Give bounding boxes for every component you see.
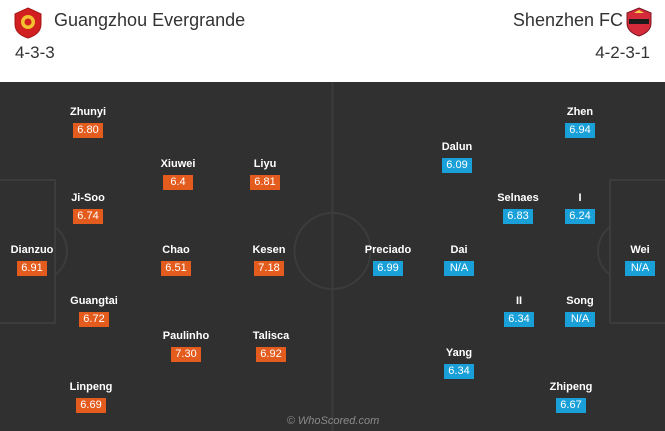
away-player-dalun[interactable]: Dalun 6.09 — [417, 141, 497, 173]
home-player-liyu[interactable]: Liyu 6.81 — [225, 158, 305, 190]
player-rating-badge: 6.80 — [73, 123, 103, 138]
player-rating-badge: 6.72 — [79, 312, 109, 327]
away-player-yang[interactable]: Yang 6.34 — [419, 347, 499, 379]
player-name: Zhunyi — [69, 106, 107, 118]
away-player-i[interactable]: I 6.24 — [540, 192, 620, 224]
home-player-dianzuo[interactable]: Dianzuo 6.91 — [0, 244, 72, 276]
match-header: Guangzhou Evergrande 4-3-3 Shenzhen FC 4… — [0, 0, 665, 82]
player-name: Dianzuo — [10, 244, 54, 256]
player-rating-badge: 6.09 — [442, 158, 472, 173]
home-formation: 4-3-3 — [15, 43, 55, 62]
player-rating-badge: N/A — [565, 312, 595, 327]
away-player-dai[interactable]: Dai N/A — [419, 244, 499, 276]
player-rating-badge: 6.81 — [250, 175, 280, 190]
away-player-zhen[interactable]: Zhen 6.94 — [540, 106, 620, 138]
player-name: Wei — [630, 244, 650, 256]
player-name: Ji-Soo — [71, 192, 105, 204]
away-player-preciado[interactable]: Preciado 6.99 — [348, 244, 428, 276]
player-rating-badge: 6.94 — [565, 123, 595, 138]
player-rating-badge: N/A — [444, 261, 474, 276]
player-name: Selnaes — [497, 192, 539, 204]
home-player-ji-soo[interactable]: Ji-Soo 6.74 — [48, 192, 128, 224]
home-player-chao[interactable]: Chao 6.51 — [136, 244, 216, 276]
home-player-talisca[interactable]: Talisca 6.92 — [231, 330, 311, 362]
away-player-zhipeng[interactable]: Zhipeng 6.67 — [531, 381, 611, 413]
player-name: Chao — [162, 244, 190, 256]
player-rating-badge: 7.18 — [254, 261, 284, 276]
player-rating-badge: 7.30 — [171, 347, 201, 362]
pitch: Zhunyi 6.80 Xiuwei 6.4 Liyu 6.81 Ji-Soo … — [0, 82, 665, 431]
player-name: Guangtai — [70, 295, 118, 307]
home-player-zhunyi[interactable]: Zhunyi 6.80 — [48, 106, 128, 138]
player-rating-badge: 6.74 — [73, 209, 103, 224]
player-name: Talisca — [252, 330, 290, 342]
player-name: Linpeng — [69, 381, 113, 393]
away-team-name[interactable]: Shenzhen FC — [512, 10, 623, 30]
away-player-ii[interactable]: II 6.34 — [479, 295, 559, 327]
player-name: Dalun — [441, 141, 473, 153]
player-name: Paulinho — [162, 330, 210, 342]
player-rating-badge: 6.51 — [161, 261, 191, 276]
player-rating-badge: 6.92 — [256, 347, 286, 362]
player-rating-badge: 6.4 — [163, 175, 193, 190]
player-rating-badge: 6.99 — [373, 261, 403, 276]
home-player-xiuwei[interactable]: Xiuwei 6.4 — [138, 158, 218, 190]
player-name: I — [578, 192, 582, 204]
away-formation: 4-2-3-1 — [595, 43, 650, 62]
player-rating-badge: 6.34 — [444, 364, 474, 379]
away-player-selnaes[interactable]: Selnaes 6.83 — [478, 192, 558, 224]
home-player-kesen[interactable]: Kesen 7.18 — [229, 244, 309, 276]
player-rating-badge: N/A — [625, 261, 655, 276]
home-team-name[interactable]: Guangzhou Evergrande — [54, 10, 246, 30]
away-player-song[interactable]: Song N/A — [540, 295, 620, 327]
whoscored-watermark: © WhoScored.com — [286, 415, 380, 427]
player-name: Liyu — [253, 158, 277, 170]
player-name: Dai — [450, 244, 468, 256]
away-player-wei[interactable]: Wei N/A — [600, 244, 665, 276]
home-player-linpeng[interactable]: Linpeng 6.69 — [51, 381, 131, 413]
pitch-markings — [0, 82, 665, 431]
player-rating-badge: 6.69 — [76, 398, 106, 413]
shenzhen-fc-crest-icon[interactable] — [625, 7, 653, 37]
player-rating-badge: 6.24 — [565, 209, 595, 224]
player-name: Yang — [445, 347, 473, 359]
player-rating-badge: 6.34 — [504, 312, 534, 327]
player-name: Kesen — [252, 244, 286, 256]
home-player-paulinho[interactable]: Paulinho 7.30 — [146, 330, 226, 362]
player-name: Preciado — [364, 244, 412, 256]
player-name: Song — [566, 295, 594, 307]
player-name: Zhen — [566, 106, 594, 118]
player-name: II — [515, 295, 523, 307]
home-player-guangtai[interactable]: Guangtai 6.72 — [54, 295, 134, 327]
guangzhou-evergrande-crest-icon[interactable] — [13, 7, 43, 39]
player-rating-badge: 6.83 — [503, 209, 533, 224]
player-name: Xiuwei — [160, 158, 196, 170]
player-rating-badge: 6.67 — [556, 398, 586, 413]
player-rating-badge: 6.91 — [17, 261, 47, 276]
player-name: Zhipeng — [549, 381, 593, 393]
